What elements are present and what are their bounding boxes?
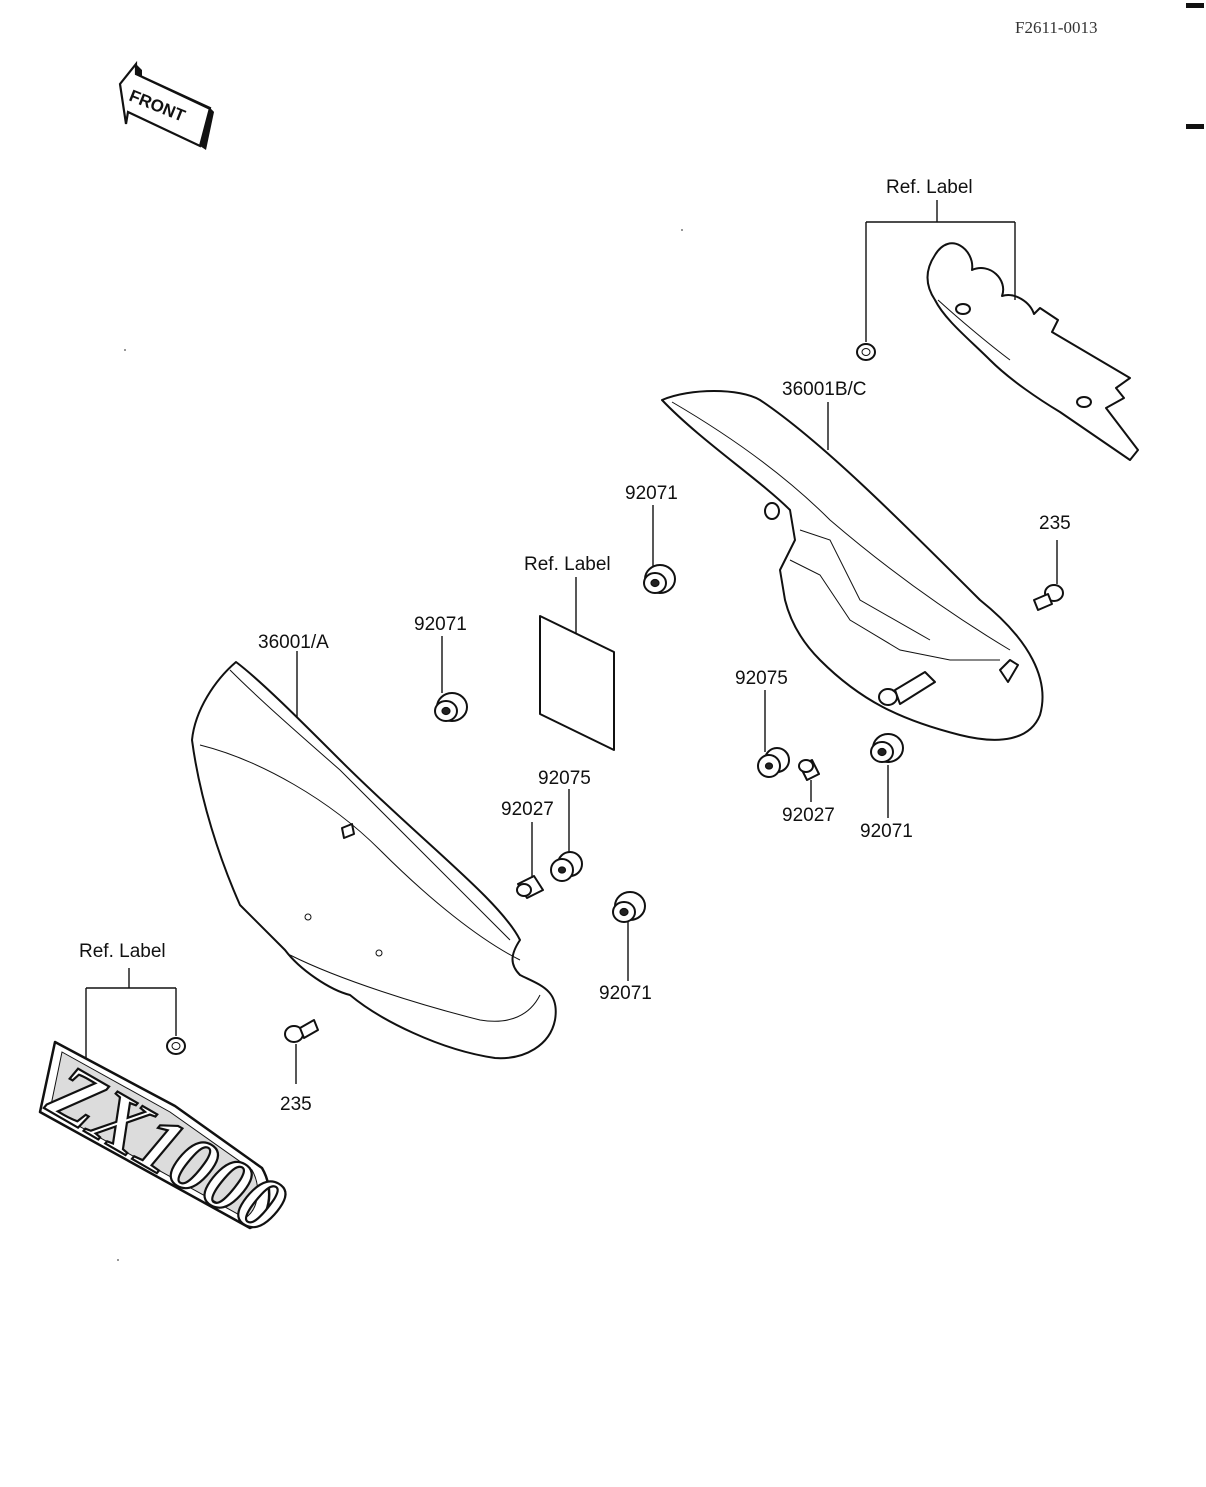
leader-ref-label-top (865, 200, 1016, 342)
side-cover-right (661, 390, 1044, 741)
emblem-nut-left (166, 1037, 186, 1055)
grommet-92075-left (550, 851, 583, 882)
callout-92071-left: 92071 (414, 614, 467, 635)
callout-36001a: 36001/A (258, 632, 329, 653)
grommet-92075-right (757, 747, 790, 778)
callout-92071-right: 92071 (860, 821, 913, 842)
callout-92075-left: 92075 (538, 768, 591, 789)
bolt-235-left (284, 1019, 319, 1043)
callout-ref-label-top: Ref. Label (886, 177, 973, 198)
bolt-235-right (1033, 584, 1064, 611)
scan-speck (117, 1259, 119, 1261)
callout-92027-right: 92027 (782, 805, 835, 826)
scan-speck (124, 349, 126, 351)
collar-92027-right (798, 759, 820, 781)
edge-mark-bottom (1186, 124, 1204, 129)
grommet-92071-top (643, 564, 676, 594)
grommet-92071-right (870, 733, 904, 763)
scan-speck (681, 229, 683, 231)
grommet-92071-left (434, 692, 468, 722)
figure-code: F2611-0013 (1015, 18, 1098, 37)
callout-92075-right: 92075 (735, 668, 788, 689)
side-cover-left (191, 661, 557, 1060)
grommet-92071-lower (612, 891, 646, 923)
callout-235-right: 235 (1039, 513, 1071, 534)
emblem-nut-top (856, 343, 876, 361)
front-direction-arrow-icon: FRONT (118, 60, 214, 150)
callout-92071-lower: 92071 (599, 983, 652, 1004)
callout-92027-left: 92027 (501, 799, 554, 820)
ref-label-decal-right (926, 242, 1139, 461)
edge-mark-top (1186, 3, 1204, 8)
callout-ref-label-left: Ref. Label (79, 941, 166, 962)
collar-92027-left (516, 875, 544, 899)
zx1000-emblem: ZX1000 (34, 1040, 302, 1252)
emblem-text: ZX1000 (35, 1047, 301, 1251)
callout-92071-top: 92071 (625, 483, 678, 504)
callout-235-left: 235 (280, 1094, 312, 1115)
ref-label-sticker-middle (539, 615, 615, 751)
callout-ref-label-mid: Ref. Label (524, 554, 611, 575)
leader-ref-label-left (85, 968, 177, 1060)
callout-36001bc: 36001B/C (782, 379, 867, 400)
